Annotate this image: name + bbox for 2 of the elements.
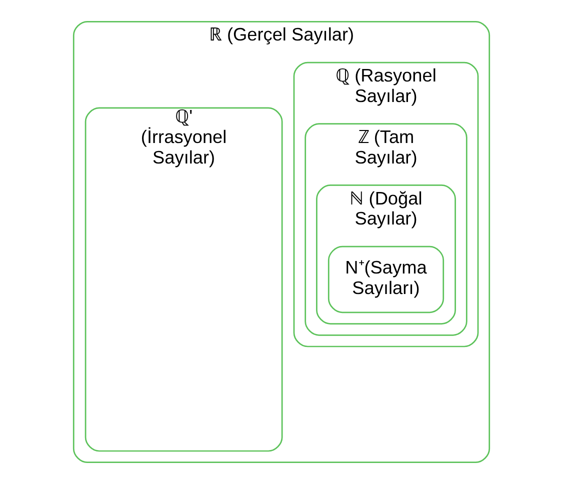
node-box: ℚ' (İrrasyonel Sayılar): [84, 107, 282, 452]
node-box: N⁺(Sayma Sayıları): [327, 246, 444, 314]
